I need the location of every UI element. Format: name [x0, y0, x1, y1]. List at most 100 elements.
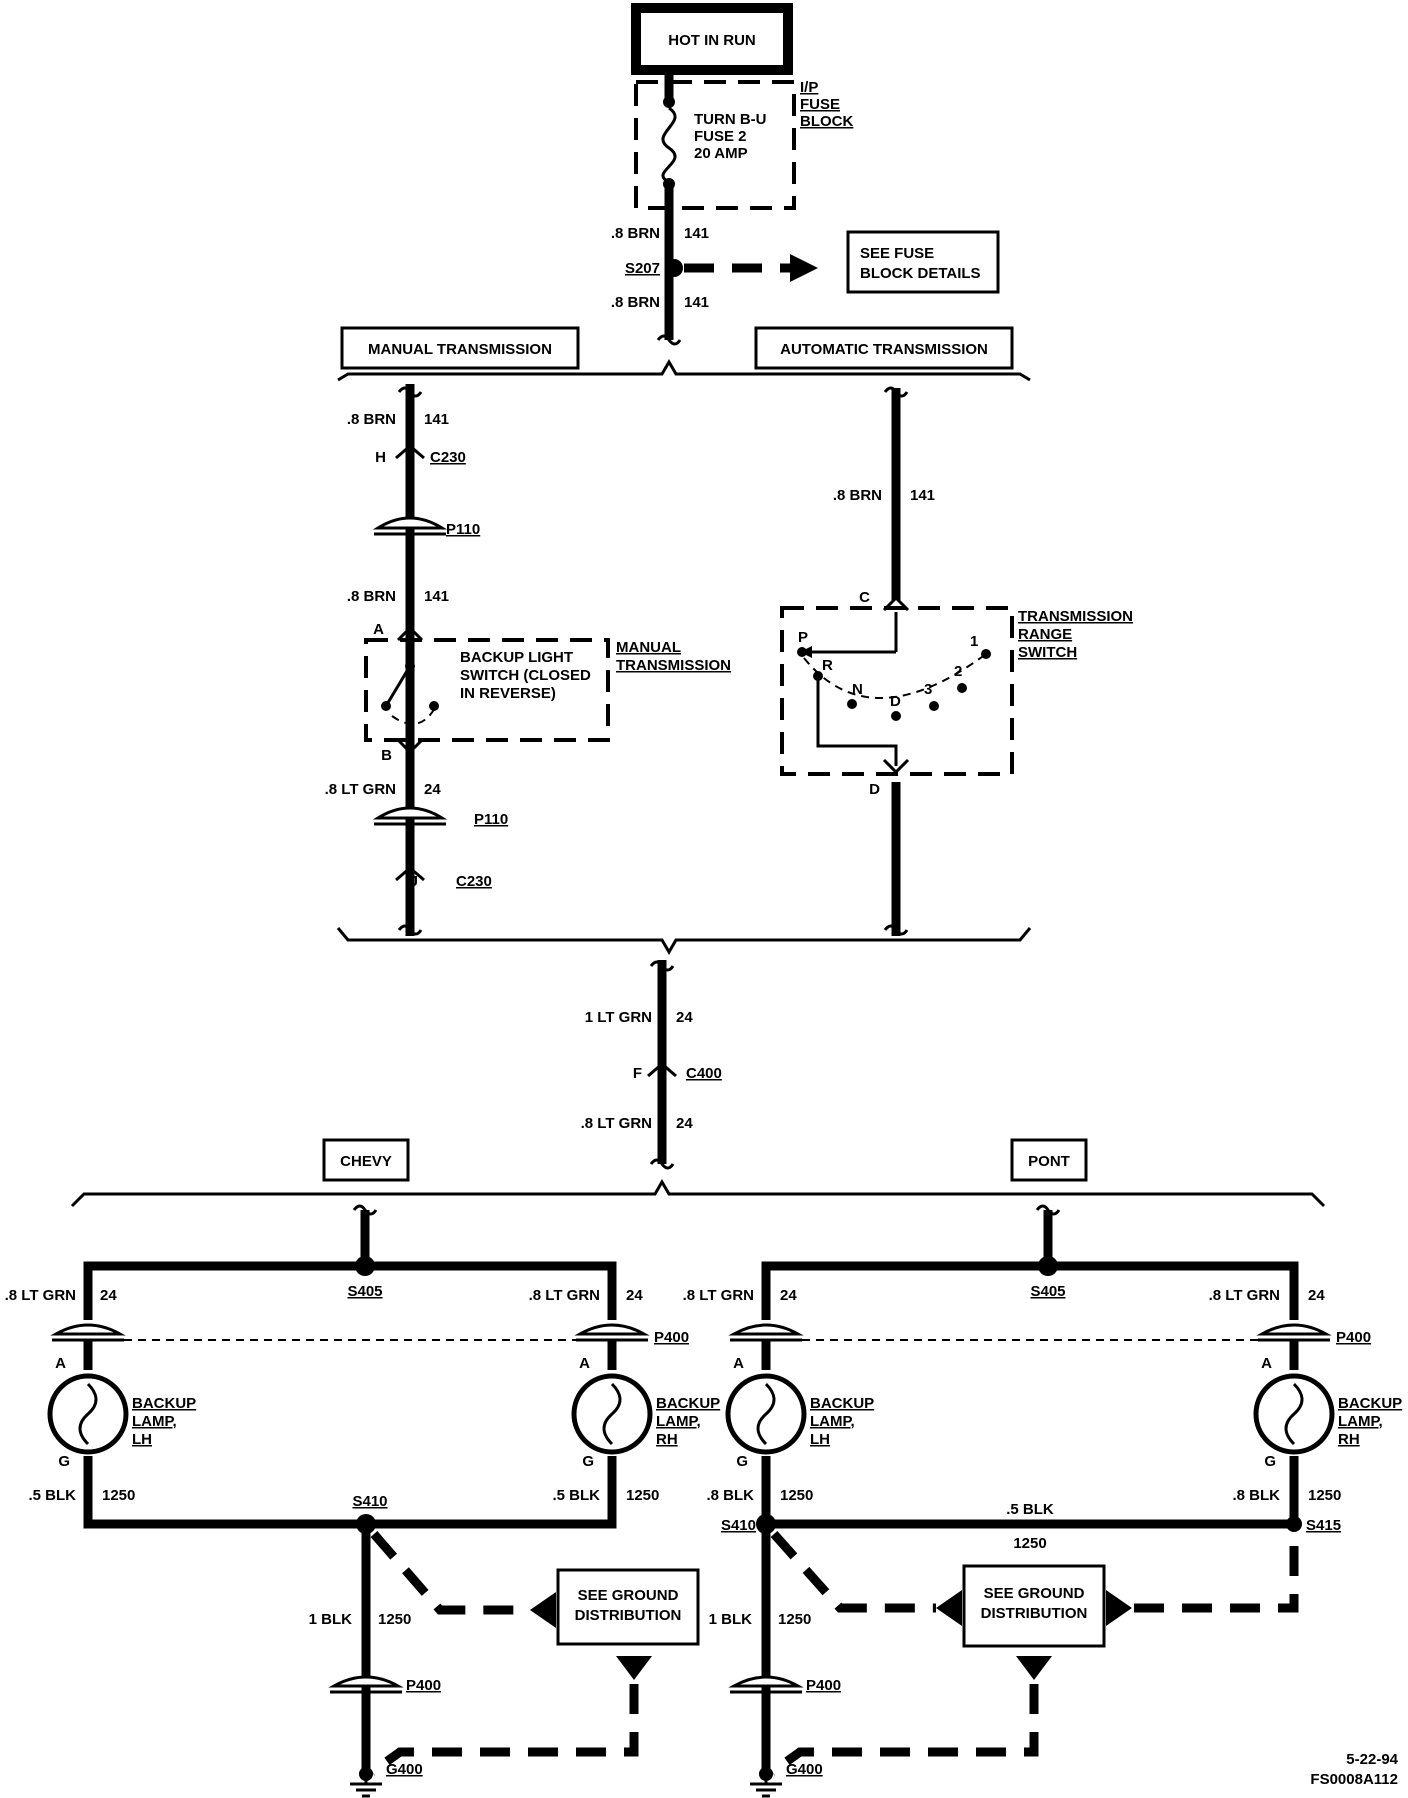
pont-splice-s415: [1286, 1516, 1302, 1532]
p110-passthrough-top: [372, 516, 448, 530]
fuse-block-label-1: I/P: [800, 79, 818, 96]
switch-label-2: TRANSMISSION: [616, 657, 731, 674]
chevy-lh-pin-g: G: [58, 1453, 70, 1470]
auto-circuit: 141: [910, 487, 935, 504]
automatic-transmission-header: AUTOMATIC TRANSMISSION: [780, 341, 988, 358]
chevy-s410-label: S410: [352, 1493, 387, 1510]
pont-ground-label: G400: [786, 1761, 823, 1778]
fuse-block-label-2: FUSE: [800, 96, 840, 113]
chevy-ground-dist-ref-bottom: [369, 1684, 639, 1776]
feed-circuit-2: 141: [684, 294, 709, 311]
trunk-circuit-1: 24: [676, 1009, 693, 1026]
fuse-block-label-3: BLOCK: [800, 113, 853, 130]
pont-see-ground-box: [962, 1564, 1106, 1648]
chevy-rh-pin-a: A: [579, 1355, 590, 1372]
range-position-p: P: [798, 629, 808, 646]
manual-circuit-1: 141: [424, 411, 449, 428]
range-position-n-contact: [847, 699, 857, 709]
c230-connector-bottom-icon: [395, 866, 425, 882]
pont-gnd-circuit-lh: 1250: [780, 1487, 813, 1504]
p110-label-top: P110: [446, 521, 480, 538]
chevy-see-ground-line-2: DISTRIBUTION: [575, 1607, 682, 1624]
chevy-header-box: [322, 1138, 410, 1182]
pont-lamp-lh-label-2: LAMP,: [810, 1413, 855, 1430]
switch-terminal-a-icon: [396, 625, 424, 642]
pont-p400-rh-icon: [1256, 1323, 1332, 1336]
chevy-lamp-rh-label-3: RH: [656, 1431, 678, 1448]
pont-mid-circuit: 1250: [1013, 1535, 1046, 1552]
chevy-ground-point: [359, 1767, 373, 1781]
c230-label-top: C230: [430, 449, 466, 466]
switch-blade: [384, 665, 412, 707]
pont-ground-dist-arrow-left: [936, 1590, 962, 1626]
chevy-p400-label: P400: [654, 1329, 689, 1346]
pont-s405-label: S405: [1030, 1283, 1065, 1300]
manual-wire-size-2: .8 BRN: [347, 588, 396, 605]
pont-lamp-feed-bus: [761, 1261, 1299, 1320]
chevy-p400-ground-icon: [328, 1675, 404, 1688]
range-position-d: D: [890, 693, 901, 710]
manual-out-circuit: 24: [424, 781, 441, 798]
chevy-lamp-lh-filament: [78, 1382, 98, 1446]
switch-label-1: MANUAL: [616, 639, 681, 656]
trunk-wire-break-top: [649, 960, 675, 972]
chevy-circuit-lh: 24: [100, 1287, 117, 1304]
pont-lamp-rh-label-3: RH: [1338, 1431, 1360, 1448]
chevy-ground-dist-arrow-top: [530, 1592, 556, 1628]
chevy-lamp-rh-label-2: LAMP,: [656, 1413, 701, 1430]
switch-pin-b: B: [381, 747, 392, 764]
splice-s207: [665, 259, 683, 277]
switch-terminal-b-icon: [396, 738, 424, 755]
pont-lamp-lh-label-1: BACKUP: [810, 1395, 874, 1412]
pont-s415-label: S415: [1306, 1517, 1341, 1534]
fuse-label-1: TURN B-U: [694, 111, 767, 128]
auto-wire-break-top: [883, 386, 909, 398]
manual-wire-size-1: .8 BRN: [347, 411, 396, 428]
chevy-wire-rh: .8 LT GRN: [529, 1287, 600, 1304]
pont-lamp-lh-filament: [756, 1382, 776, 1446]
range-position-r: R: [822, 657, 833, 674]
pont-ground-dist-ref-left: [770, 1531, 936, 1613]
pont-ground-dist-ref-right: [1134, 1534, 1299, 1613]
chevy-gnd-circuit-lh: 1250: [102, 1487, 135, 1504]
switch-pivot: [381, 701, 391, 711]
range-position-n: N: [852, 681, 863, 698]
pont-ground-dist-arrow-bottom: [1016, 1656, 1052, 1680]
arrow-right-icon: [790, 254, 818, 282]
chevy-lamp-rh-label-1: BACKUP: [656, 1395, 720, 1412]
auto-wire-break-bottom: [883, 924, 909, 936]
trunk-circuit-2: 24: [676, 1115, 693, 1132]
pont-splice-s410: [756, 1514, 776, 1534]
chevy-wire-lh: .8 LT GRN: [5, 1287, 76, 1304]
pont-main-gnd-wire-size: 1 BLK: [709, 1611, 753, 1628]
range-position-d-contact: [891, 711, 901, 721]
feed-wire-size-2: .8 BRN: [611, 294, 660, 311]
chevy-gnd-wire-lh: .5 BLK: [28, 1487, 76, 1504]
range-position-1-contact: [981, 649, 991, 659]
ip-fuse-block-outline: [634, 80, 796, 210]
c230-connector-icon: [395, 444, 425, 460]
chevy-lamp-lh-label-1: BACKUP: [132, 1395, 196, 1412]
range-position-2-contact: [957, 683, 967, 693]
range-switch-label-2: RANGE: [1018, 626, 1072, 643]
chevy-ground-dist-arrow-bottom: [616, 1656, 652, 1680]
c400-connector-icon: [647, 1062, 677, 1078]
pont-p400-ground-icon: [728, 1675, 804, 1688]
pont-header-box: [1010, 1138, 1088, 1182]
chevy-ground-label: G400: [386, 1761, 423, 1778]
pont-ground-dist-arrow-right: [1106, 1590, 1132, 1626]
chevy-header: CHEVY: [340, 1153, 392, 1170]
range-position-p-contact: [797, 647, 807, 657]
manual-circuit-2: 141: [424, 588, 449, 605]
switch-text-3: IN REVERSE): [460, 685, 556, 702]
see-fuse-block-box: [846, 230, 1000, 294]
trunk-wire-size-2: .8 LT GRN: [581, 1115, 652, 1132]
wire-break-icon: [656, 334, 682, 346]
chevy-section: S405 .8 LT GRN 24 .8 LT GRN 24 P400 A A …: [5, 1204, 720, 1798]
transmission-option-brace: [337, 359, 1031, 382]
chevy-circuit-rh: 24: [626, 1287, 643, 1304]
range-position-3-contact: [929, 701, 939, 711]
see-fuse-line-2: BLOCK DETAILS: [860, 265, 981, 282]
manual-out-wire-size: .8 LT GRN: [325, 781, 396, 798]
